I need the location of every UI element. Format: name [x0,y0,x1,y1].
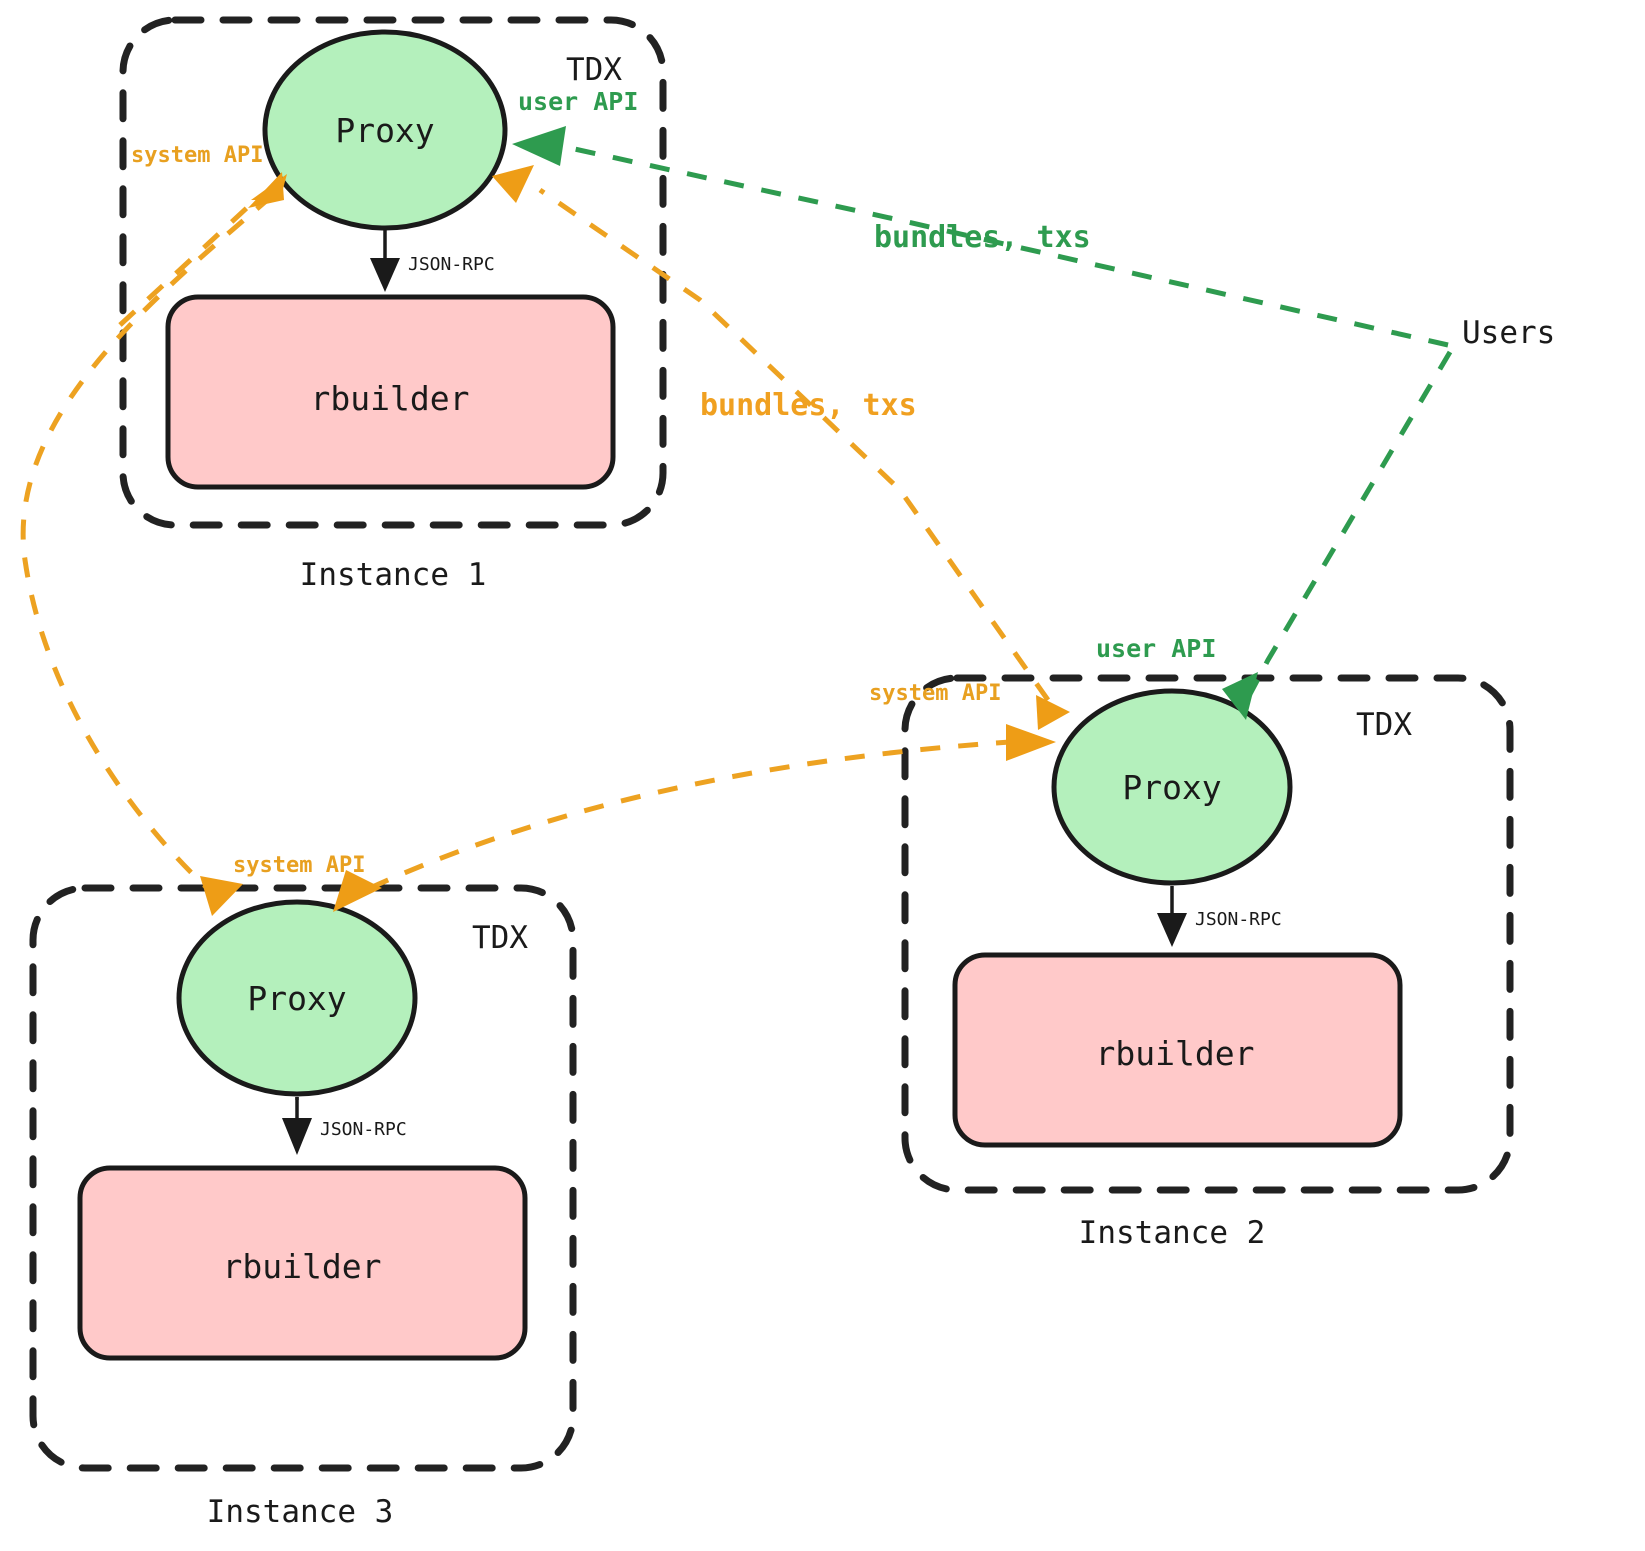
instance-2-system-api-label: system API [869,681,1001,706]
instance-1-json-rpc-label: JSON-RPC [408,254,495,275]
instance-2-proxy-node [1051,688,1293,886]
instance-3-to-instance-2-proxy-arrowhead [1006,724,1056,761]
instance-3-group: TDX Proxy JSON-RPC rbuilder Instance 3 [29,884,577,1530]
instance-1-caption: Instance 1 [300,557,487,593]
instance-3-proxy-node [176,899,418,1097]
instance-2-to-instance-1-proxy-edge [538,187,1051,702]
instance-1-user-api-label: user API [518,87,638,116]
users-to-instance-1-proxy-arrowhead [512,126,566,166]
instance-3-enclave-boundary [29,884,577,1472]
instance-3-rbuilder-label: rbuilder [223,1247,382,1286]
bundles-txs-orange-label: bundles, txs [700,388,917,423]
instance-1-tdx-label: TDX [566,52,622,88]
instance-3-system-api-label: system API [233,853,365,878]
instance-1-system-api-label: system API [131,143,263,168]
users-to-instance-2-proxy-arrowhead [1222,672,1258,720]
instance-2-json-rpc-label: JSON-RPC [1195,909,1282,930]
instance-1-system-api-inbound-edge [118,203,252,327]
users-actor-group: Users [1462,315,1555,351]
user-api-flows: bundles, txs user API user API [512,87,1453,720]
instance-2-rbuilder-label: rbuilder [1096,1034,1255,1073]
instance-3-rbuilder-node [77,1165,528,1361]
instance-1-rbuilder-node [165,294,616,490]
instance-3-json-rpc-arrowhead [282,1118,312,1155]
instance-2-group: TDX Proxy JSON-RPC rbuilder Instance 2 [901,674,1514,1251]
instance-2-user-api-label: user API [1096,634,1216,663]
users-to-instance-1-proxy-edge [569,145,1449,348]
instance-1-proxy-node [262,29,508,231]
instance-2-rbuilder-node [952,952,1403,1148]
instance-3-proxy-label: Proxy [247,979,346,1018]
instance-1-json-rpc-arrowhead [370,258,400,292]
system-api-flows: bundles, txs system API system API syste… [20,143,1070,916]
instance-1-to-instance-3-proxy-arrowhead [200,876,243,916]
users-label: Users [1462,315,1555,351]
instance-1-rbuilder-label: rbuilder [311,379,470,418]
instance-3-tdx-label: TDX [472,920,528,956]
instance-2-json-rpc-arrowhead [1157,913,1187,947]
instance-2-enclave-boundary [901,674,1514,1194]
bundles-txs-green-label: bundles, txs [874,220,1091,255]
instance-3-caption: Instance 3 [207,1494,394,1530]
instance-2-proxy-label: Proxy [1122,768,1221,807]
users-to-instance-2-proxy-edge [1246,350,1453,698]
instance-1-to-instance-3-proxy-edge [20,194,274,888]
instance-3-to-instance-2-proxy-edge [368,739,1011,891]
instance-2-tdx-label: TDX [1356,707,1412,743]
instance-3-system-api-outbound-arrowhead [333,870,382,912]
instance-1-inbound-arrowhead-2 [248,172,284,208]
instance-2-to-instance-1-proxy-arrowhead [492,165,534,203]
instance-3-json-rpc-label: JSON-RPC [320,1119,407,1140]
instance-1-proxy-label: Proxy [335,111,434,150]
instance-2-system-api-inbound-arrowhead [1036,695,1070,730]
instance-2-caption: Instance 2 [1079,1215,1266,1251]
instance-1-group: TDX Proxy JSON-RPC rbuilder Instance 1 [119,16,667,593]
